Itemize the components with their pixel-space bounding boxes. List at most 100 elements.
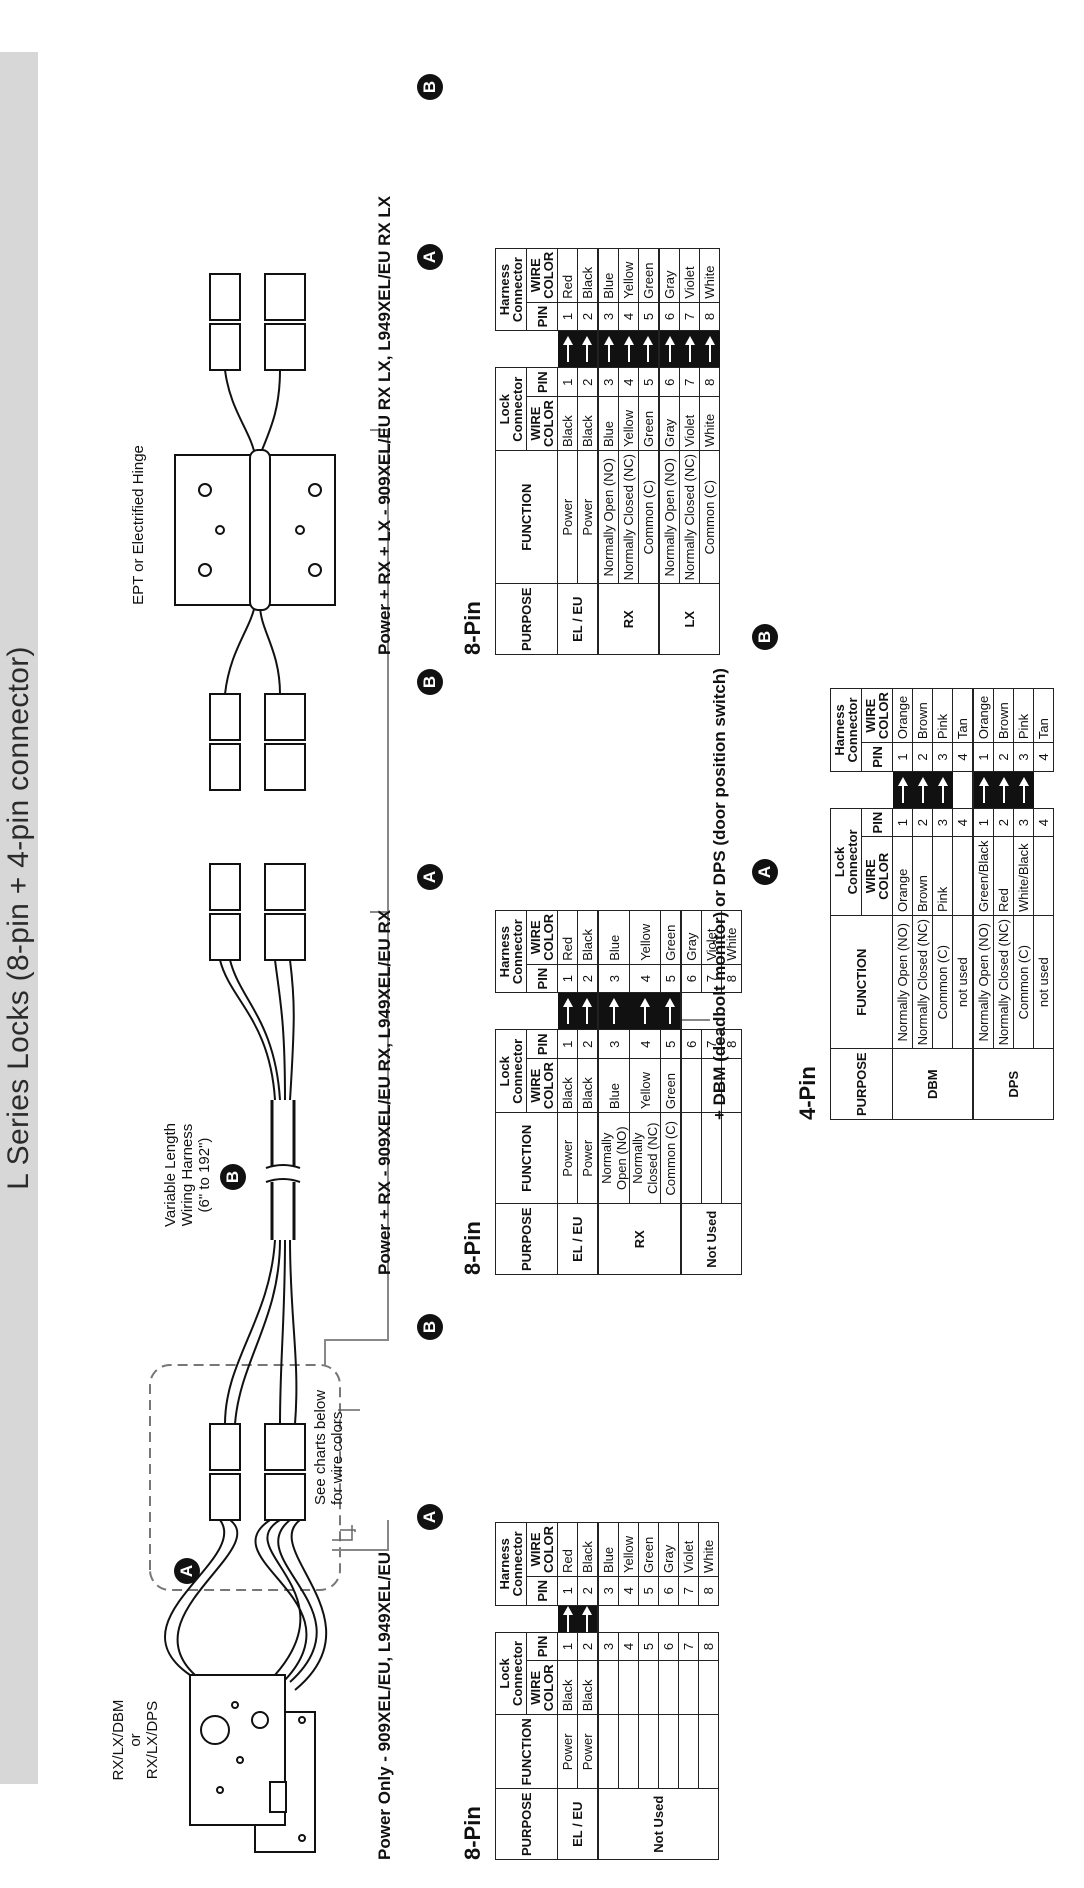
harness-pin-cell: 1 [973,742,994,772]
section-title: Power Only - 909XEL/EU, L949XEL/EU [375,1552,394,1860]
purpose-cell: LX [659,583,720,655]
lock-wire-color-cell [618,1660,639,1715]
badge-b: B [417,669,443,695]
section-title: + DBM (deadbolt monitor) or DPS (door po… [710,668,729,1120]
flow-lines [332,1409,360,1541]
lock-wire-color-cell: Black [557,1660,578,1715]
section-power-rx: Power + RX - 909XEL/EU RX, L949XEL/EU RX… [375,669,742,1275]
function-cell [598,1714,619,1789]
arrow-right-icon [704,336,716,362]
connection-arrow [638,330,659,368]
lock-wire-color-cell: Green [638,396,659,451]
arrow-right-icon [639,998,651,1024]
function-cell: Normally Closed (NC) [629,1112,661,1204]
harness-pin-cell: 3 [598,964,630,993]
header-spacer [496,331,558,368]
header-lock-connector: Lock Connector [495,1632,527,1715]
harness-wire-color-cell: Yellow [629,910,661,965]
lock-pin-cell: 1 [557,367,578,397]
connection-arrow [557,1605,578,1633]
function-cell [678,1714,699,1789]
harness-wire-color-cell: Blue [598,248,619,303]
lock-pin-cell: 3 [1013,808,1034,837]
purpose-cell: RX [598,583,659,655]
header-wire-color: WIRE COLOR [526,1522,558,1577]
harness-wire-color-cell: Violet [679,248,700,303]
function-cell [721,1112,742,1204]
connection-arrow [618,330,639,368]
section-power-only: Power Only - 909XEL/EU, L949XEL/EU A B 8… [375,1314,719,1860]
mortise-lock-illustration [189,1674,316,1853]
lock-wire-color-cell: Black [577,1660,598,1715]
lock-wire-color-cell: Gray [659,396,680,451]
hinge-side-connectors [209,693,306,791]
hinge-wires [224,369,281,695]
arrow-right-icon [998,777,1010,803]
lock-wire-color-cell: Orange [892,836,913,916]
connection-arrow [892,771,913,809]
lock-pin-cell: 6 [658,1632,679,1661]
function-cell: Power [557,450,578,584]
connection-arrow [1013,771,1034,809]
no-connection [679,1605,699,1632]
lock-wire-color-cell [698,1660,719,1715]
line-to-rx-lx [370,429,389,912]
function-cell: Common (C) [932,915,953,1049]
harness-wire-color-cell: Green [660,910,681,965]
pin-count-label: 4-Pin [795,1066,820,1120]
function-cell: not used [952,915,973,1049]
function-cell [638,1714,659,1789]
connection-arrow [679,330,700,368]
lock-pin-cell: 3 [598,1632,619,1661]
lock-wire-color-cell: Blue [598,396,619,451]
function-cell [698,1714,719,1789]
header-pin: PIN [526,302,558,331]
lock-wire-color-cell: Black [557,1058,578,1113]
harness-wire-color-cell: Green [638,1522,659,1577]
lock-wire-color-cell: Red [993,836,1014,916]
no-connection [681,992,702,1030]
function-cell: Power [577,1112,598,1204]
arrow-right-icon [603,336,615,362]
connection-arrow [577,992,598,1030]
title-band [0,52,38,1784]
lock-wire-color-cell [952,836,973,916]
connection-arrow [660,992,681,1030]
lock-wire-color-cell: Violet [679,396,700,451]
lock-pin-cell: 5 [660,1029,681,1059]
connection-arrow [973,771,994,809]
lock-pin-cell: 8 [698,1632,719,1661]
lock-pin-cell: 4 [952,808,973,837]
header-wire-color: WIRE COLOR [526,910,558,965]
badge-b: B [752,624,778,650]
section-title: Power + RX + LX - 909XEL/EU RX LX, L949X… [375,195,394,655]
lock-pin-cell: 6 [681,1029,702,1059]
arrow-right-icon [562,1606,574,1632]
arrow-right-icon [642,336,654,362]
header-lock-connector: Lock Connector [495,367,527,451]
purpose-cell: Not Used [598,1788,719,1860]
purpose-cell: Not Used [681,1203,742,1275]
harness-wire-color-cell: Blue [598,1522,619,1577]
header-spacer [831,771,893,808]
pin-count-label: 8-Pin [460,1221,485,1275]
header-purpose: PURPOSE [495,583,558,655]
harness-wire-color-cell: Pink [932,688,953,743]
lock-pin-cell: 1 [973,808,994,837]
badge-b: B [417,74,443,100]
arrow-right-icon [664,336,676,362]
harness-pin-cell: 8 [699,302,720,331]
lock-wires [163,1519,328,1691]
function-cell: Normally Open (NO) [892,915,913,1049]
lock-wire-color-cell: Black [577,396,598,451]
